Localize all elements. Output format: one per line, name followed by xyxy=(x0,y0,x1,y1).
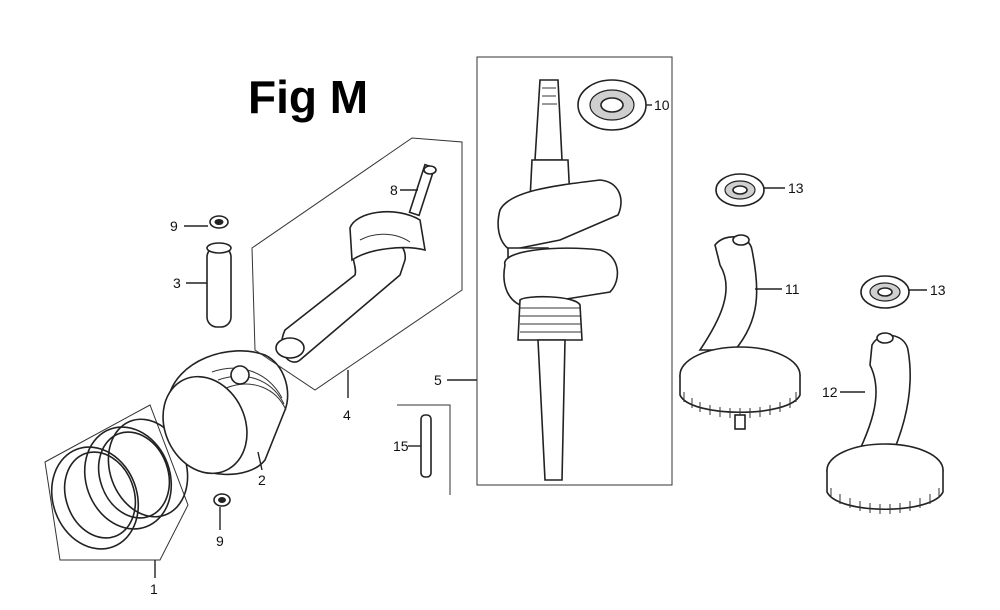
pin-clip-top xyxy=(209,215,229,229)
figure-title: Fig M xyxy=(248,71,368,123)
crankshaft-frame xyxy=(476,56,673,486)
pin-clip-bottom xyxy=(213,493,231,507)
part-label-1: 1 xyxy=(150,581,158,597)
crankshaft xyxy=(497,79,622,481)
leader-line-2 xyxy=(257,451,263,471)
part-label-13a: 13 xyxy=(788,180,804,196)
part-label-13b: 13 xyxy=(930,282,946,298)
piston-rings xyxy=(44,404,189,561)
piston-pin xyxy=(206,242,232,328)
part-label-2: 2 xyxy=(258,472,266,488)
part-label-3: 3 xyxy=(173,275,181,291)
balancer-shaft-11 xyxy=(679,234,801,430)
part-label-9a: 9 xyxy=(170,218,178,234)
part-label-10: 10 xyxy=(654,97,670,113)
bearing-13-lower xyxy=(860,275,910,309)
part-label-4: 4 xyxy=(343,407,351,423)
part-label-11: 11 xyxy=(785,281,800,297)
balancer-shaft-12 xyxy=(826,332,944,514)
part-label-8: 8 xyxy=(390,182,398,198)
piston xyxy=(162,350,289,476)
connecting-rod-assembly xyxy=(251,137,463,391)
bearing-13-upper xyxy=(715,173,765,207)
bearing-10 xyxy=(577,79,647,131)
part-label-9b: 9 xyxy=(216,533,224,549)
part-label-5: 5 xyxy=(434,372,442,388)
part-label-12: 12 xyxy=(822,384,838,400)
part-label-15: 15 xyxy=(393,438,409,454)
